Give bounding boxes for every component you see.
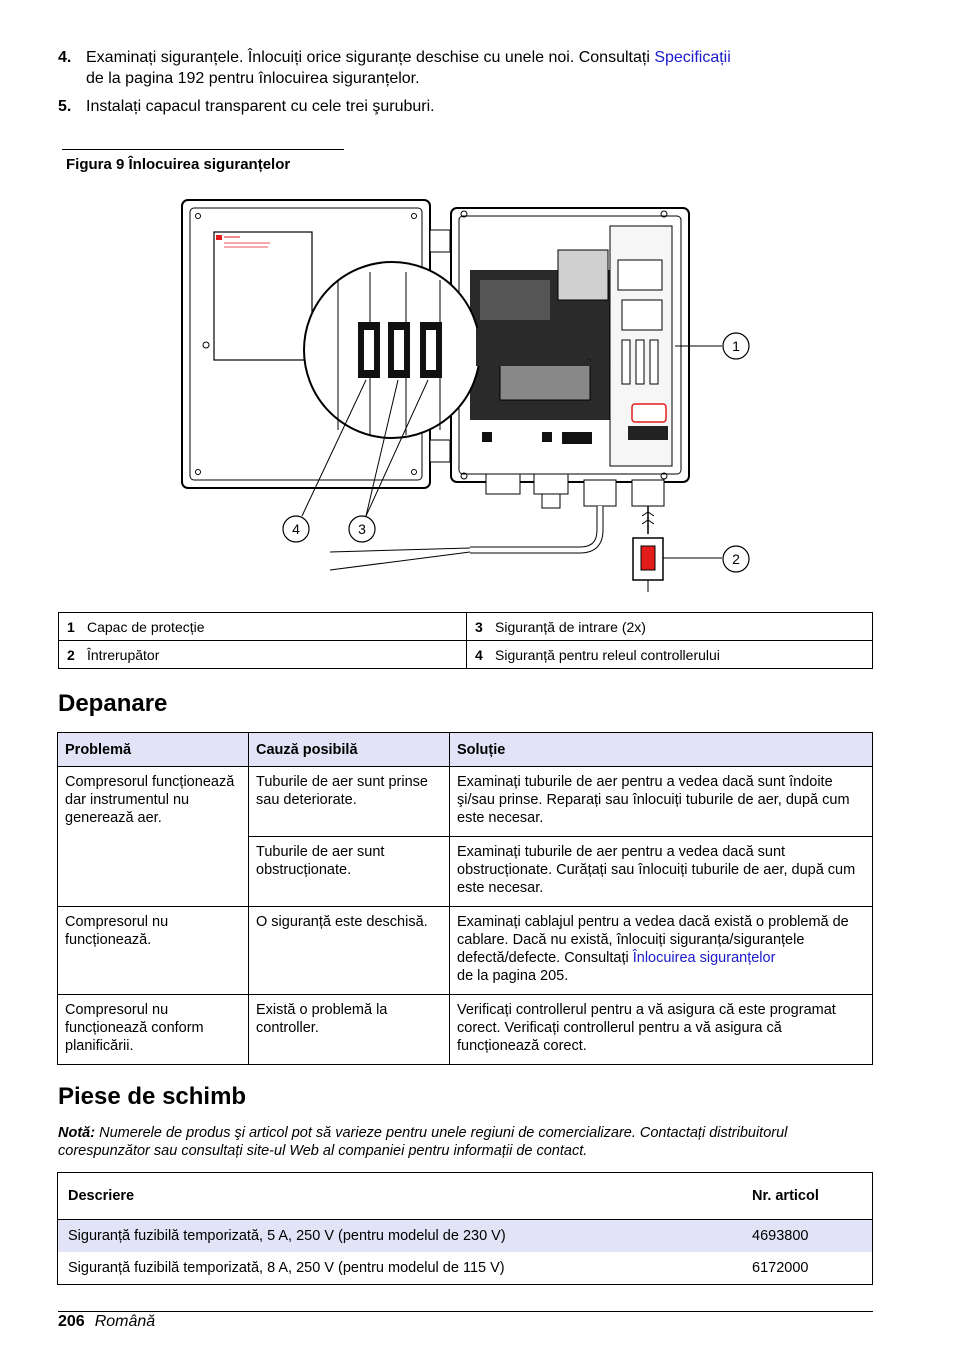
door-label [213, 231, 313, 361]
solution-cell: Examinați tuburile de aer pentru a vedea… [449, 766, 873, 837]
section-heading-troubleshooting: Depanare [58, 690, 168, 717]
troubleshooting-table: Problemă Cauză posibilă Soluție Compreso… [57, 732, 873, 1065]
page-number: 206 [58, 1313, 85, 1330]
callout-4: 4 [282, 515, 310, 543]
problem-cell: Compresorul nu funcționează. [57, 906, 249, 995]
part-description: Siguranță fuzibilă temporizată, 8 A, 250… [68, 1260, 505, 1276]
problem-cell: Compresorul funcționează dar instrumentu… [57, 766, 249, 907]
warning-label [631, 403, 667, 423]
footer-language: Română [94, 1313, 156, 1330]
part-description: Siguranță fuzibilă temporizată, 5 A, 250… [57, 1219, 742, 1252]
step-text: Instalați capacul transparent cu cele tr… [86, 98, 435, 115]
figure-rule [62, 149, 344, 150]
note-text: Numerele de produs şi articol pot să var… [58, 1125, 788, 1159]
specifications-link[interactable]: Specificații [654, 49, 731, 66]
board-fuse [649, 339, 659, 385]
cause-cell: O siguranță este deschisă. [248, 906, 450, 995]
cable-gland [533, 473, 569, 495]
page-footer: 206 Română [58, 1313, 155, 1331]
callout-3: 3 [348, 515, 376, 543]
problem-cell: Compresorul nu funcționează conform plan… [57, 994, 249, 1065]
column-header: Nr. articol [742, 1172, 873, 1220]
part-number: 4693800 [742, 1219, 873, 1252]
table-row: Siguranță fuzibilă temporizată, 5 A, 250… [57, 1219, 873, 1252]
svg-text:4: 4 [292, 521, 300, 537]
callout-2: 2 [722, 545, 750, 573]
fuse-replacement-link[interactable]: Înlocuirea siguranțelor [632, 950, 776, 966]
solution-cell: Examinați tuburile de aer pentru a vedea… [449, 836, 873, 907]
solution-cell: Examinați cablajul pentru a vedea dacă e… [449, 906, 873, 995]
table-row: Tuburile de aer sunt obstrucționate. Exa… [58, 836, 873, 907]
table-row: Compresorul nu funcționează. O siguranță… [57, 906, 873, 995]
figure-caption: Figura 9 Înlocuirea siguranțelor [66, 156, 291, 173]
solution-cell: Verificați controllerul pentru a vă asig… [449, 994, 873, 1065]
cable-gland [631, 479, 665, 507]
column-header: Descriere [57, 1172, 742, 1220]
callout-1: 1 [722, 332, 750, 360]
cable-gland [583, 479, 617, 507]
step-text: Examinați siguranțele. Înlocuiți orice s… [86, 49, 731, 66]
spare-parts-table: Descriere Nr. articol Siguranță fuzibilă… [57, 1172, 873, 1285]
fuse-replacement-figure: 1 2 3 4 [181, 199, 750, 592]
table-row: Siguranță fuzibilă temporizată, 8 A, 250… [58, 1252, 873, 1285]
section-heading-spare-parts: Piese de schimb [58, 1083, 247, 1110]
cause-cell: Tuburile de aer sunt obstrucționate. [248, 836, 450, 907]
table-row: Compresorul funcționează dar instrumentu… [57, 766, 873, 907]
table-header-row: Descriere Nr. articol [57, 1172, 873, 1220]
footer-rule [58, 1311, 873, 1312]
step-text-line2: de la pagina 192 pentru înlocuirea sigur… [86, 70, 420, 87]
step-number: 4. [58, 49, 72, 66]
note-label: Notă: [58, 1125, 96, 1141]
cause-cell: Tuburile de aer sunt prinse sau deterior… [248, 766, 450, 837]
step-number: 5. [58, 98, 72, 115]
cause-cell: Există o problemă la controller. [248, 994, 450, 1065]
board-fuse [621, 339, 631, 385]
board-fuse [635, 339, 645, 385]
cable-gland [485, 473, 521, 495]
svg-text:2: 2 [732, 551, 740, 567]
column-header: Cauză posibilă [248, 732, 450, 767]
note: Notă: Numerele de produs şi articol pot … [58, 1124, 878, 1160]
column-header: Problemă [57, 732, 249, 767]
svg-text:1: 1 [732, 338, 740, 354]
svg-text:3: 3 [358, 521, 366, 537]
table-header-row: Problemă Cauză posibilă Soluție [57, 732, 873, 767]
table-row: Compresorul nu funcționează conform plan… [57, 994, 873, 1065]
column-header: Soluție [449, 732, 873, 767]
part-number: 6172000 [752, 1260, 809, 1276]
